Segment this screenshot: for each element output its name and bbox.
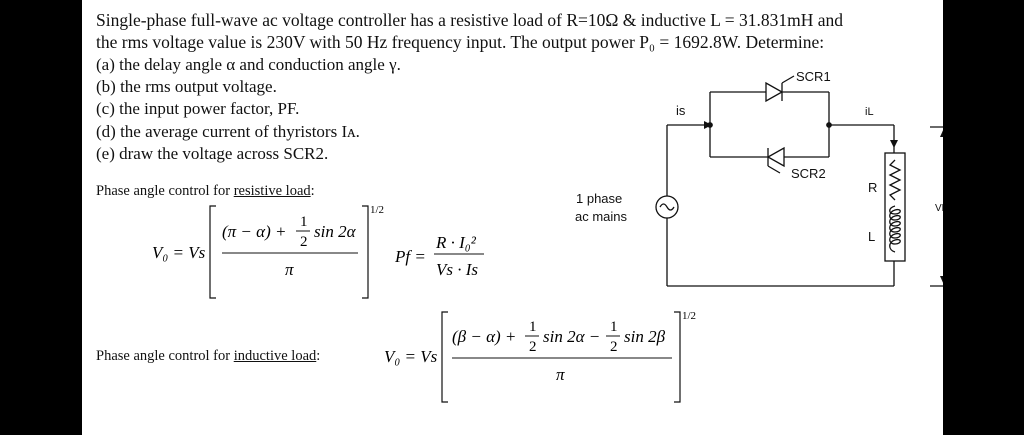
resistor-icon — [888, 159, 902, 201]
inductive-half2-num: 1 — [610, 319, 618, 335]
ac-source-icon — [655, 195, 679, 219]
resistive-lhs: V₀ = Vs — [152, 243, 206, 262]
pf-denominator: Vs · Is — [436, 260, 478, 279]
scr1-gate — [781, 75, 795, 84]
inductive-term1: (β − α) + — [452, 327, 516, 346]
resistive-load-heading: Phase angle control for resistive load: — [96, 183, 315, 199]
scr2-diode-icon — [766, 146, 785, 168]
inductive-half1-den: 2 — [529, 339, 537, 355]
inductive-left-bracket — [441, 311, 448, 403]
label-vl: VL — [935, 203, 943, 214]
inductive-load-heading: Phase angle control for inductive load: — [96, 348, 321, 364]
resistive-half-num: 1 — [300, 214, 308, 230]
problem-line-1: Single-phase full-wave ac voltage contro… — [96, 10, 843, 30]
question-a: (a) the delay angle α and conduction ang… — [96, 55, 401, 74]
inductive-half1-num: 1 — [529, 319, 537, 335]
circuit-diagram — [655, 75, 943, 287]
resistive-denominator: π — [285, 260, 294, 279]
question-b: (b) the rms output voltage. — [96, 77, 277, 97]
vl-arrow-up — [940, 130, 943, 137]
scr2-gate — [767, 165, 781, 174]
problem-statement: Single-phase full-wave ac voltage contro… — [96, 9, 843, 53]
load-box — [884, 152, 906, 262]
inductive-sin1: sin 2α − — [543, 327, 600, 346]
label-scr1: SCR1 — [796, 69, 831, 84]
pf-formula: Pf = R · I₀² Vs · Is — [394, 233, 484, 279]
source-label-1: 1 phase — [576, 191, 622, 206]
page: Single-phase full-wave ac voltage contro… — [82, 0, 943, 435]
right-bracket — [362, 205, 369, 299]
resistive-half-den: 2 — [300, 234, 308, 250]
inductive-right-bracket — [674, 311, 681, 403]
inductive-power: 1/2 — [682, 310, 696, 322]
question-d: (d) the average current of thyristors Iᴀ… — [96, 121, 360, 141]
pf-numerator: R · I₀² — [435, 233, 477, 252]
resistive-numerator-a: (π − α) + — [222, 222, 286, 241]
inductor-icon — [889, 205, 901, 253]
label-is: is — [676, 103, 686, 118]
inductive-lhs: V₀ = Vs — [384, 347, 438, 366]
formula-layer: V₀ = Vs 1/2 (π − α) + 1 2 sin 2α π Pf = … — [152, 69, 943, 403]
resistive-formula: V₀ = Vs 1/2 (π − α) + 1 2 sin 2α π — [152, 204, 384, 299]
label-l: L — [868, 229, 875, 244]
scr1-diode-icon — [765, 81, 784, 103]
pf-lhs: Pf = — [394, 247, 426, 266]
sine-wave-icon — [659, 203, 675, 211]
resistive-power: 1/2 — [370, 204, 384, 216]
left-bracket — [209, 205, 216, 299]
current-arrow-il — [890, 140, 898, 148]
label-il: iL — [865, 106, 874, 118]
question-e: (e) draw the voltage across SCR2. — [96, 143, 329, 163]
inductive-formula: V₀ = Vs 1/2 (β − α) + 1 2 sin 2α − 1 2 s… — [384, 310, 696, 403]
inductive-sin2: sin 2β — [624, 327, 666, 346]
inductive-half2-den: 2 — [610, 339, 618, 355]
source-label-2: ac mains — [575, 209, 628, 224]
resistive-sin: sin 2α — [314, 222, 357, 241]
vl-arrow-down — [940, 276, 943, 283]
question-c: (c) the input power factor, PF. — [96, 99, 300, 119]
problem-line-2: the rms voltage value is 230V with 50 Hz… — [96, 32, 825, 52]
question-list: (a) the delay angle α and conduction ang… — [96, 54, 401, 165]
inductive-denominator: π — [556, 365, 565, 384]
label-scr2: SCR2 — [791, 166, 826, 181]
label-r: R — [868, 180, 877, 195]
